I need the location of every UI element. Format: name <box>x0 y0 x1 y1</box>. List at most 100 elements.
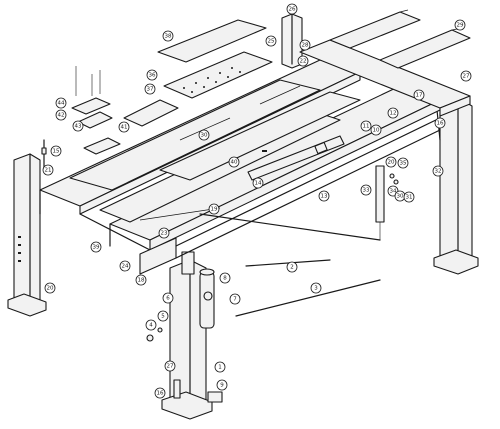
callout-circle <box>145 319 157 331</box>
callout-circle <box>158 227 170 239</box>
callout-30: 30 <box>198 129 210 141</box>
callout-number: 16 <box>437 120 444 126</box>
callout-number: 27 <box>463 73 470 79</box>
callout-number: 29 <box>457 22 464 28</box>
callout-circle <box>208 203 220 215</box>
slip-plates <box>71 66 179 155</box>
callout-number: 19 <box>211 206 218 212</box>
callout-number: 20 <box>47 285 54 291</box>
callout-27: 27 <box>460 70 472 82</box>
callout-20: 20 <box>44 282 56 294</box>
runway-plates <box>69 79 361 223</box>
callout-circle <box>286 3 298 15</box>
callout-28: 28 <box>299 39 311 51</box>
callout-36: 36 <box>146 69 158 81</box>
callout-42: 42 <box>55 109 67 121</box>
callout-number: 15 <box>53 148 60 154</box>
callout-20: 20 <box>385 156 397 168</box>
callout-circle <box>454 19 466 31</box>
callout-number: 8 <box>223 275 227 281</box>
callout-number: 6 <box>166 295 170 301</box>
callout-number: 3 <box>314 285 318 291</box>
callout-number: 37 <box>147 86 154 92</box>
callout-11: 11 <box>360 120 372 132</box>
front-left-post <box>7 139 47 317</box>
callout-circle <box>286 261 298 273</box>
callout-number: 27 <box>167 363 174 369</box>
callout-circle <box>219 272 231 284</box>
callout-circle <box>434 117 446 129</box>
callout-circle <box>162 292 174 304</box>
callout-16: 16 <box>434 117 446 129</box>
callout-circle <box>55 97 67 109</box>
callout-10: 10 <box>370 124 382 136</box>
callout-26: 26 <box>286 3 298 15</box>
callout-6: 6 <box>162 292 174 304</box>
callout-number: 34 <box>390 188 397 194</box>
callout-circle <box>119 260 131 272</box>
callout-circle <box>44 282 56 294</box>
callout-number: 31 <box>406 194 413 200</box>
callout-number: 42 <box>58 112 65 118</box>
callout-number: 44 <box>58 100 65 106</box>
callout-number: 32 <box>435 168 442 174</box>
callout-37: 37 <box>144 83 156 95</box>
callout-circle <box>387 107 399 119</box>
callout-21: 21 <box>42 164 54 176</box>
callout-number: 5 <box>161 313 165 319</box>
callout-25: 25 <box>265 35 277 47</box>
callout-32: 32 <box>432 165 444 177</box>
callout-number: 16 <box>157 390 164 396</box>
callout-43: 43 <box>72 120 84 132</box>
callout-9: 9 <box>216 379 228 391</box>
callout-2: 2 <box>286 261 298 273</box>
callout-number: 13 <box>321 193 328 199</box>
callout-16: 16 <box>154 387 166 399</box>
callout-number: 23 <box>161 230 168 236</box>
callout-30: 30 <box>394 190 406 202</box>
callout-44: 44 <box>55 97 67 109</box>
callout-circle <box>460 70 472 82</box>
callout-1: 1 <box>214 361 226 373</box>
callout-circle <box>42 164 54 176</box>
callout-33: 33 <box>360 184 372 196</box>
rear-cross-beam <box>299 9 471 117</box>
callout-circle <box>318 190 330 202</box>
callout-number: 33 <box>363 187 370 193</box>
callout-circle <box>360 120 372 132</box>
callout-circle <box>118 121 130 133</box>
callout-number: 9 <box>220 382 224 388</box>
callout-39: 39 <box>90 241 102 253</box>
callout-number: 20 <box>388 159 395 165</box>
callout-circle <box>252 177 264 189</box>
callout-circle <box>198 129 210 141</box>
callout-circle <box>214 361 226 373</box>
callout-22: 22 <box>297 55 309 67</box>
callout-13: 13 <box>318 190 330 202</box>
callout-number: 30 <box>201 132 208 138</box>
hydraulic-cylinder <box>247 135 345 181</box>
rear-right-post <box>433 97 479 275</box>
callout-circle <box>90 241 102 253</box>
callout-24: 24 <box>119 260 131 272</box>
callout-circle <box>397 157 409 169</box>
callout-19: 19 <box>208 203 220 215</box>
callout-circle <box>162 30 174 42</box>
callout-circle <box>229 293 241 305</box>
callout-circle <box>55 109 67 121</box>
callout-number: 25 <box>268 38 275 44</box>
part-callouts: 2629272822253836374442414330171211101635… <box>42 3 472 399</box>
callout-number: 1 <box>218 364 222 370</box>
callout-circle <box>135 274 147 286</box>
callout-5: 5 <box>157 310 169 322</box>
callout-circle <box>310 282 322 294</box>
callout-circle <box>157 310 169 322</box>
callout-8: 8 <box>219 272 231 284</box>
callout-40: 40 <box>228 156 240 168</box>
callout-circle <box>360 184 372 196</box>
callout-41: 41 <box>118 121 130 133</box>
callout-number: 24 <box>122 263 129 269</box>
callout-number: 22 <box>300 58 307 64</box>
callout-31: 31 <box>403 191 415 203</box>
callout-circle <box>413 89 425 101</box>
